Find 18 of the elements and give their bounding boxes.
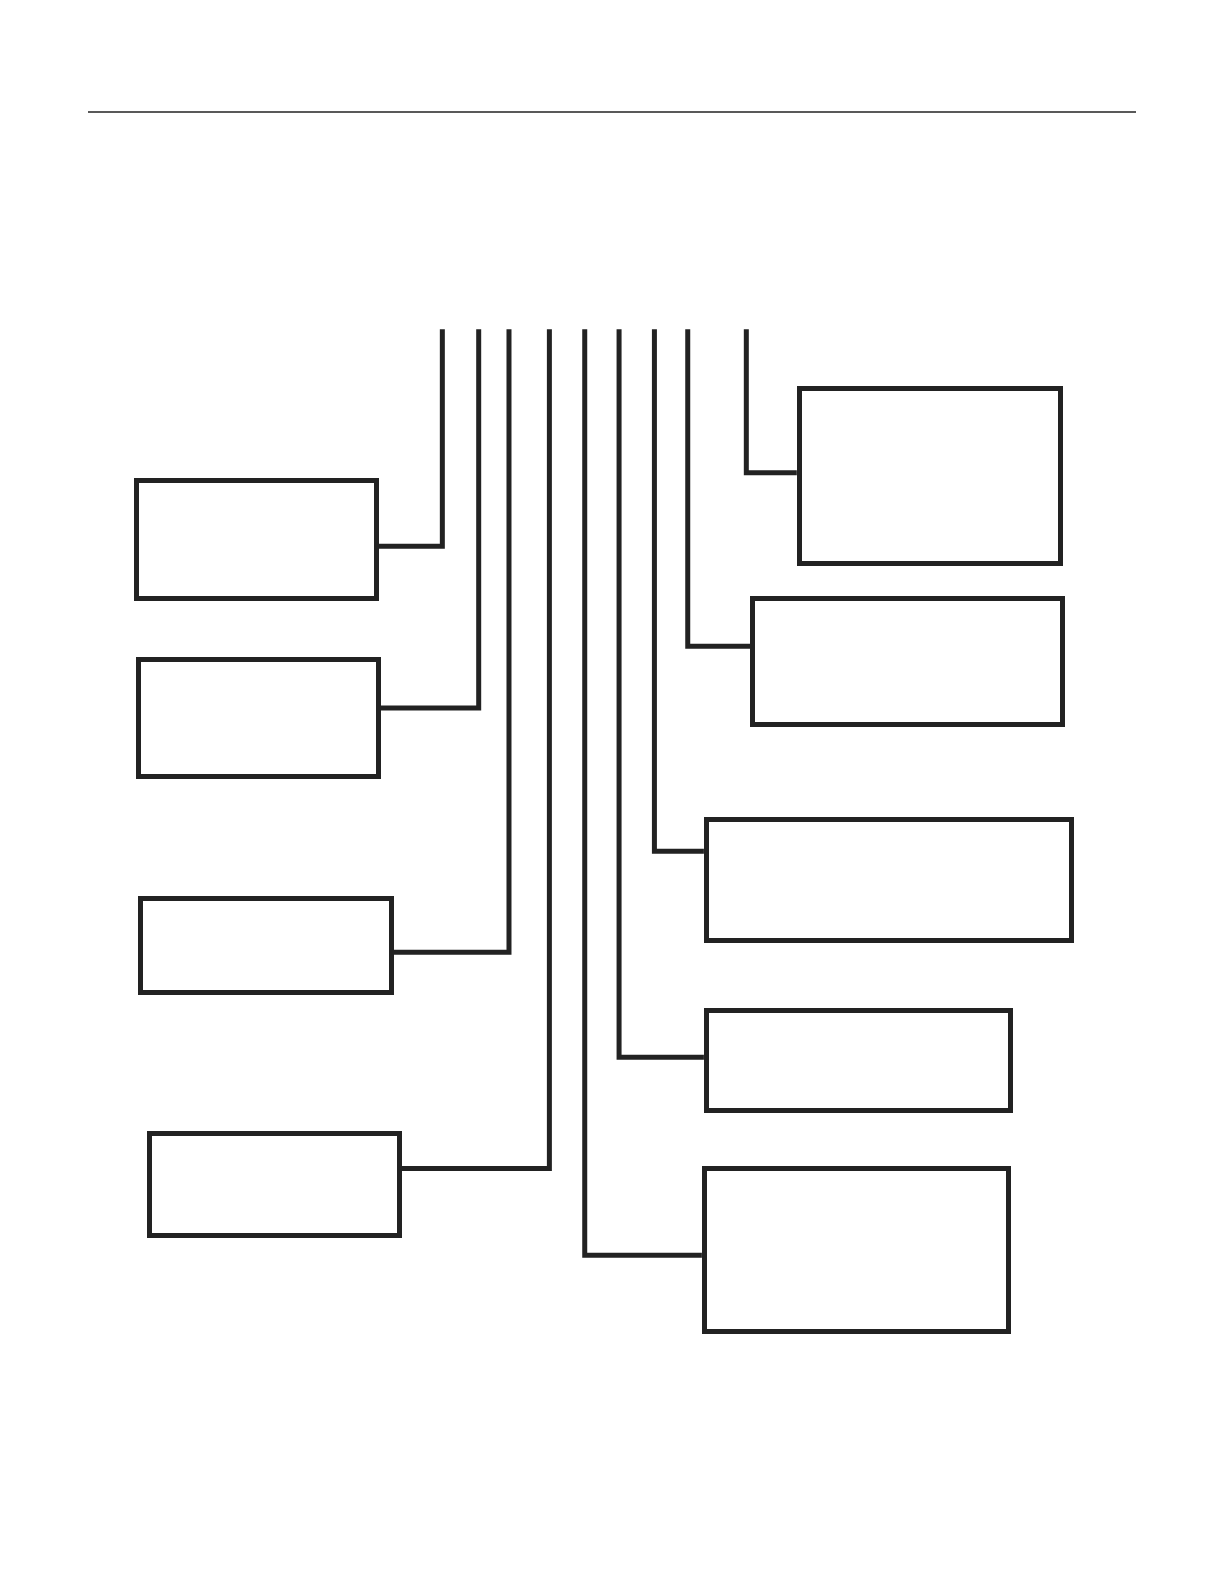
empty-box (703, 1007, 1013, 1113)
empty-box (750, 595, 1066, 728)
empty-box (703, 817, 1074, 944)
leader-line (685, 329, 751, 649)
leader-line (380, 329, 482, 711)
leader-line (378, 329, 445, 549)
leader-line (401, 329, 552, 1171)
leader-line (393, 329, 512, 955)
empty-box (147, 1131, 402, 1239)
empty-box (701, 1166, 1011, 1335)
empty-box (136, 657, 381, 779)
empty-box (138, 895, 394, 995)
leader-line (582, 329, 702, 1258)
leader-line (616, 329, 704, 1060)
empty-box (134, 477, 379, 601)
leader-line (743, 329, 797, 476)
empty-box (796, 385, 1064, 566)
leader-line (651, 329, 704, 854)
